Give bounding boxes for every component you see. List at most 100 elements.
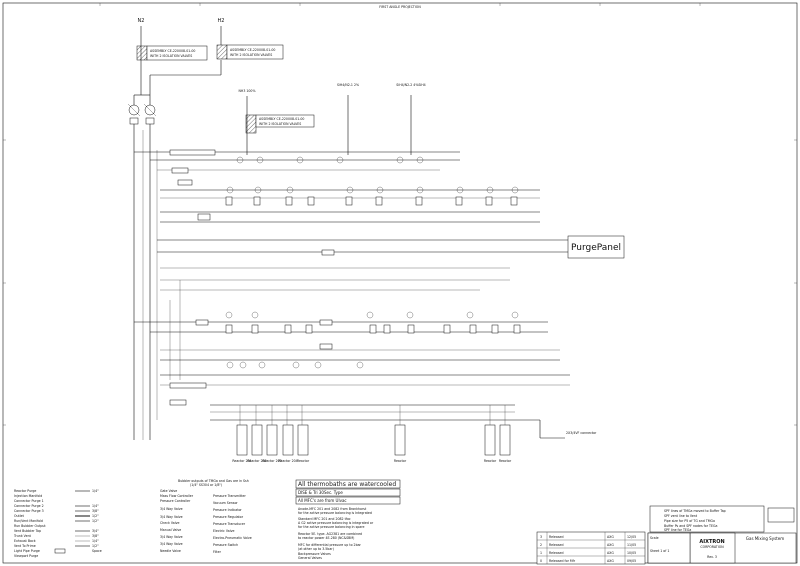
svg-text:Run/Vent Manifold: Run/Vent Manifold bbox=[14, 519, 43, 523]
gas-input-sih4-2: SiH4/N2-2 4%SiH4 bbox=[396, 83, 426, 155]
svg-text:WITH 2 ISOLATION VALVES: WITH 2 ISOLATION VALVES bbox=[259, 122, 301, 126]
svg-text:1: 1 bbox=[540, 551, 542, 555]
upper-manifold bbox=[134, 149, 540, 223]
svg-text:Mass Flow Controller: Mass Flow Controller bbox=[160, 494, 194, 498]
legend-symbols-a: Gate Valve Mass Flow Controller Pressure… bbox=[160, 489, 194, 553]
notes-box: All thermobaths are watercooled DISE & T… bbox=[295, 479, 401, 560]
svg-text:Sheet 1 of 1: Sheet 1 of 1 bbox=[650, 549, 669, 553]
svg-text:SPF line for TEGa: SPF line for TEGa bbox=[664, 528, 691, 532]
svg-text:Pressure Controller: Pressure Controller bbox=[160, 499, 191, 503]
svg-text:Pressure Regulator: Pressure Regulator bbox=[213, 515, 244, 519]
middle-manifold bbox=[134, 267, 570, 406]
legend-column-lines: Reactor Purge Injection Manifold Connect… bbox=[13, 489, 46, 558]
svg-text:1/2": 1/2" bbox=[92, 544, 99, 548]
svg-text:Backpressure Valves: Backpressure Valves bbox=[298, 552, 331, 556]
svg-text:Vent Bubbler Tap: Vent Bubbler Tap bbox=[14, 529, 41, 533]
svg-text:Check Valve: Check Valve bbox=[160, 521, 179, 525]
svg-text:A G2 active pressure balancing: A G2 active pressure balancing is integr… bbox=[298, 521, 374, 525]
svg-text:3/4 Way Valve: 3/4 Way Valve bbox=[160, 507, 183, 511]
svg-text:Needle Valve: Needle Valve bbox=[160, 549, 181, 553]
svg-text:Reactor 5E. type. AG2381 are c: Reactor 5E. type. AG2381 are combined bbox=[298, 532, 362, 536]
svg-text:3: 3 bbox=[540, 535, 542, 539]
inlet-assembly-note-2: ASSEMBLY CE-220008-01-00 WITH 2 ISOLATIO… bbox=[216, 44, 284, 60]
h2-label: H2 bbox=[218, 18, 225, 24]
svg-text:Anode-MFC 201 and 2082 from Br: Anode-MFC 201 and 2082 from Bronkhorst bbox=[298, 507, 367, 511]
svg-text:Viewport Purge: Viewport Purge bbox=[14, 554, 38, 558]
legend-title: Bubbler outputs of TMGa and Gas are in S… bbox=[178, 479, 249, 483]
svg-text:0: 0 bbox=[540, 559, 542, 563]
svg-text:3/4": 3/4" bbox=[92, 529, 99, 533]
legend-symbols-b: Pressure Transmitter Vacuum Sensor Press… bbox=[213, 494, 252, 554]
svg-text:for the active pressure balanc: for the active pressure balancing in spa… bbox=[298, 525, 364, 529]
svg-text:AXG: AXG bbox=[607, 559, 614, 563]
svg-text:AXG: AXG bbox=[607, 535, 614, 539]
company-logo: AIXTRON bbox=[699, 539, 724, 545]
gas-input-sih4-1: SiH4/N2-1 2% bbox=[337, 83, 359, 155]
purge-panel: PurgePanel bbox=[157, 235, 625, 259]
svg-text:All thermobaths are watercoole: All thermobaths are watercooled bbox=[298, 481, 396, 488]
svg-text:Injection Manifold: Injection Manifold bbox=[14, 494, 42, 498]
purge-panel-label: PurgePanel bbox=[571, 243, 621, 253]
svg-text:Connector Purge 3: Connector Purge 3 bbox=[14, 509, 44, 513]
svg-text:General Valves: General Valves bbox=[298, 556, 322, 560]
svg-text:SiH4/N2-1 2%: SiH4/N2-1 2% bbox=[337, 83, 359, 87]
svg-text:3/8": 3/8" bbox=[92, 509, 99, 513]
title-block: AIXTRON CORPORATION Gas Mixing System Sc… bbox=[647, 532, 797, 564]
svg-text:MFC for differential pressure: MFC for differential pressure up to 2bar bbox=[298, 543, 362, 547]
main-trunk-lines bbox=[133, 124, 158, 440]
projection-stamp: FIRST ANGLE PROJECTION bbox=[379, 5, 421, 9]
svg-text:ASSEMBLY CE-220008-01-00: ASSEMBLY CE-220008-01-00 bbox=[150, 49, 195, 53]
svg-text:SPF vent line to Vent: SPF vent line to Vent bbox=[664, 514, 698, 518]
inlet-assembly-note-1: ASSEMBLY CE-220008-01-00 WITH 2 ISOLATIO… bbox=[136, 45, 208, 61]
svg-text:for the active pressure balanc: for the active pressure balancing is Int… bbox=[298, 511, 372, 515]
connector-label: 2X3/4VF connector bbox=[566, 431, 597, 435]
svg-text:1/4": 1/4" bbox=[92, 539, 99, 543]
svg-text:All MFC's are from Ulvac: All MFC's are from Ulvac bbox=[298, 498, 347, 503]
svg-text:Pressure Indicator: Pressure Indicator bbox=[213, 508, 242, 512]
svg-text:SiH4/N2-2 4%SiH4: SiH4/N2-2 4%SiH4 bbox=[396, 83, 425, 87]
reactor-outlets: Reactor 201 Reactor 202 Reactor 203 Reac… bbox=[210, 404, 540, 463]
svg-text:Reactor: Reactor bbox=[484, 459, 497, 463]
svg-text:Reactor: Reactor bbox=[394, 459, 407, 463]
svg-text:Outlet: Outlet bbox=[14, 514, 25, 518]
svg-text:Vacuum Sensor: Vacuum Sensor bbox=[213, 501, 238, 505]
svg-text:09/05: 09/05 bbox=[627, 559, 636, 563]
svg-text:3/4 Way Valve: 3/4 Way Valve bbox=[160, 515, 183, 519]
svg-text:(1/4" SS304 or 1/8"): (1/4" SS304 or 1/8") bbox=[190, 483, 222, 487]
svg-text:1/2": 1/2" bbox=[92, 514, 99, 518]
svg-text:Electro-Pneumatic Valve: Electro-Pneumatic Valve bbox=[213, 536, 252, 540]
svg-text:DISE & Tri 30Sec. Type: DISE & Tri 30Sec. Type bbox=[298, 490, 343, 495]
svg-text:SPF lines of TMGa moved to Buf: SPF lines of TMGa moved to Buffer Tap bbox=[664, 509, 726, 513]
svg-text:Rev. 3: Rev. 3 bbox=[707, 555, 717, 559]
legend-sizes: 1/4" 1/4" 3/8" 1/2" 1/2" 3/4" 3/8" 1/4" … bbox=[54, 489, 102, 554]
svg-text:Reactor 201: Reactor 201 bbox=[232, 459, 251, 463]
svg-text:Run Bubbler Output: Run Bubbler Output bbox=[14, 524, 46, 528]
drawing-title: Gas Mixing System bbox=[746, 536, 784, 541]
n2-label: N2 bbox=[138, 18, 145, 24]
svg-text:Light Pipe Purge: Light Pipe Purge bbox=[14, 549, 40, 553]
svg-text:AXG: AXG bbox=[607, 551, 614, 555]
svg-text:NH3 100%: NH3 100% bbox=[239, 89, 256, 93]
svg-text:Pressure Transducer: Pressure Transducer bbox=[213, 522, 246, 526]
svg-text:Connector Purge 2: Connector Purge 2 bbox=[14, 504, 44, 508]
svg-text:Scale: Scale bbox=[650, 536, 659, 540]
svg-text:Filter: Filter bbox=[213, 550, 222, 554]
svg-text:to reactor power 4E-280 (NC&SB: to reactor power 4E-280 (NC&SBM) bbox=[298, 536, 354, 540]
legend: Bubbler outputs of TMGa and Gas are in S… bbox=[13, 479, 252, 558]
svg-text:Trunk Vent: Trunk Vent bbox=[13, 534, 32, 538]
svg-text:Buffer Ps and SPF nodes for TE: Buffer Ps and SPF nodes for TEGa bbox=[664, 524, 717, 528]
svg-text:Released: Released bbox=[549, 551, 563, 555]
svg-text:1/4": 1/4" bbox=[92, 489, 99, 493]
border-ticks bbox=[3, 3, 797, 426]
svg-text:11/05: 11/05 bbox=[627, 543, 636, 547]
svg-text:Electric Valve: Electric Valve bbox=[213, 529, 234, 533]
svg-text:ASSEMBLY CE-220008-01-00: ASSEMBLY CE-220008-01-00 bbox=[230, 48, 275, 52]
svg-text:Reactor: Reactor bbox=[297, 459, 310, 463]
change-notes: SPF lines of TMGa moved to Buffer Tap SP… bbox=[649, 505, 795, 533]
svg-text:10/05: 10/05 bbox=[627, 551, 636, 555]
svg-text:Space: Space bbox=[92, 549, 102, 553]
svg-text:WITH 2 ISOLATION VALVES: WITH 2 ISOLATION VALVES bbox=[150, 54, 192, 58]
svg-text:3/4 Way Valve: 3/4 Way Valve bbox=[160, 535, 183, 539]
